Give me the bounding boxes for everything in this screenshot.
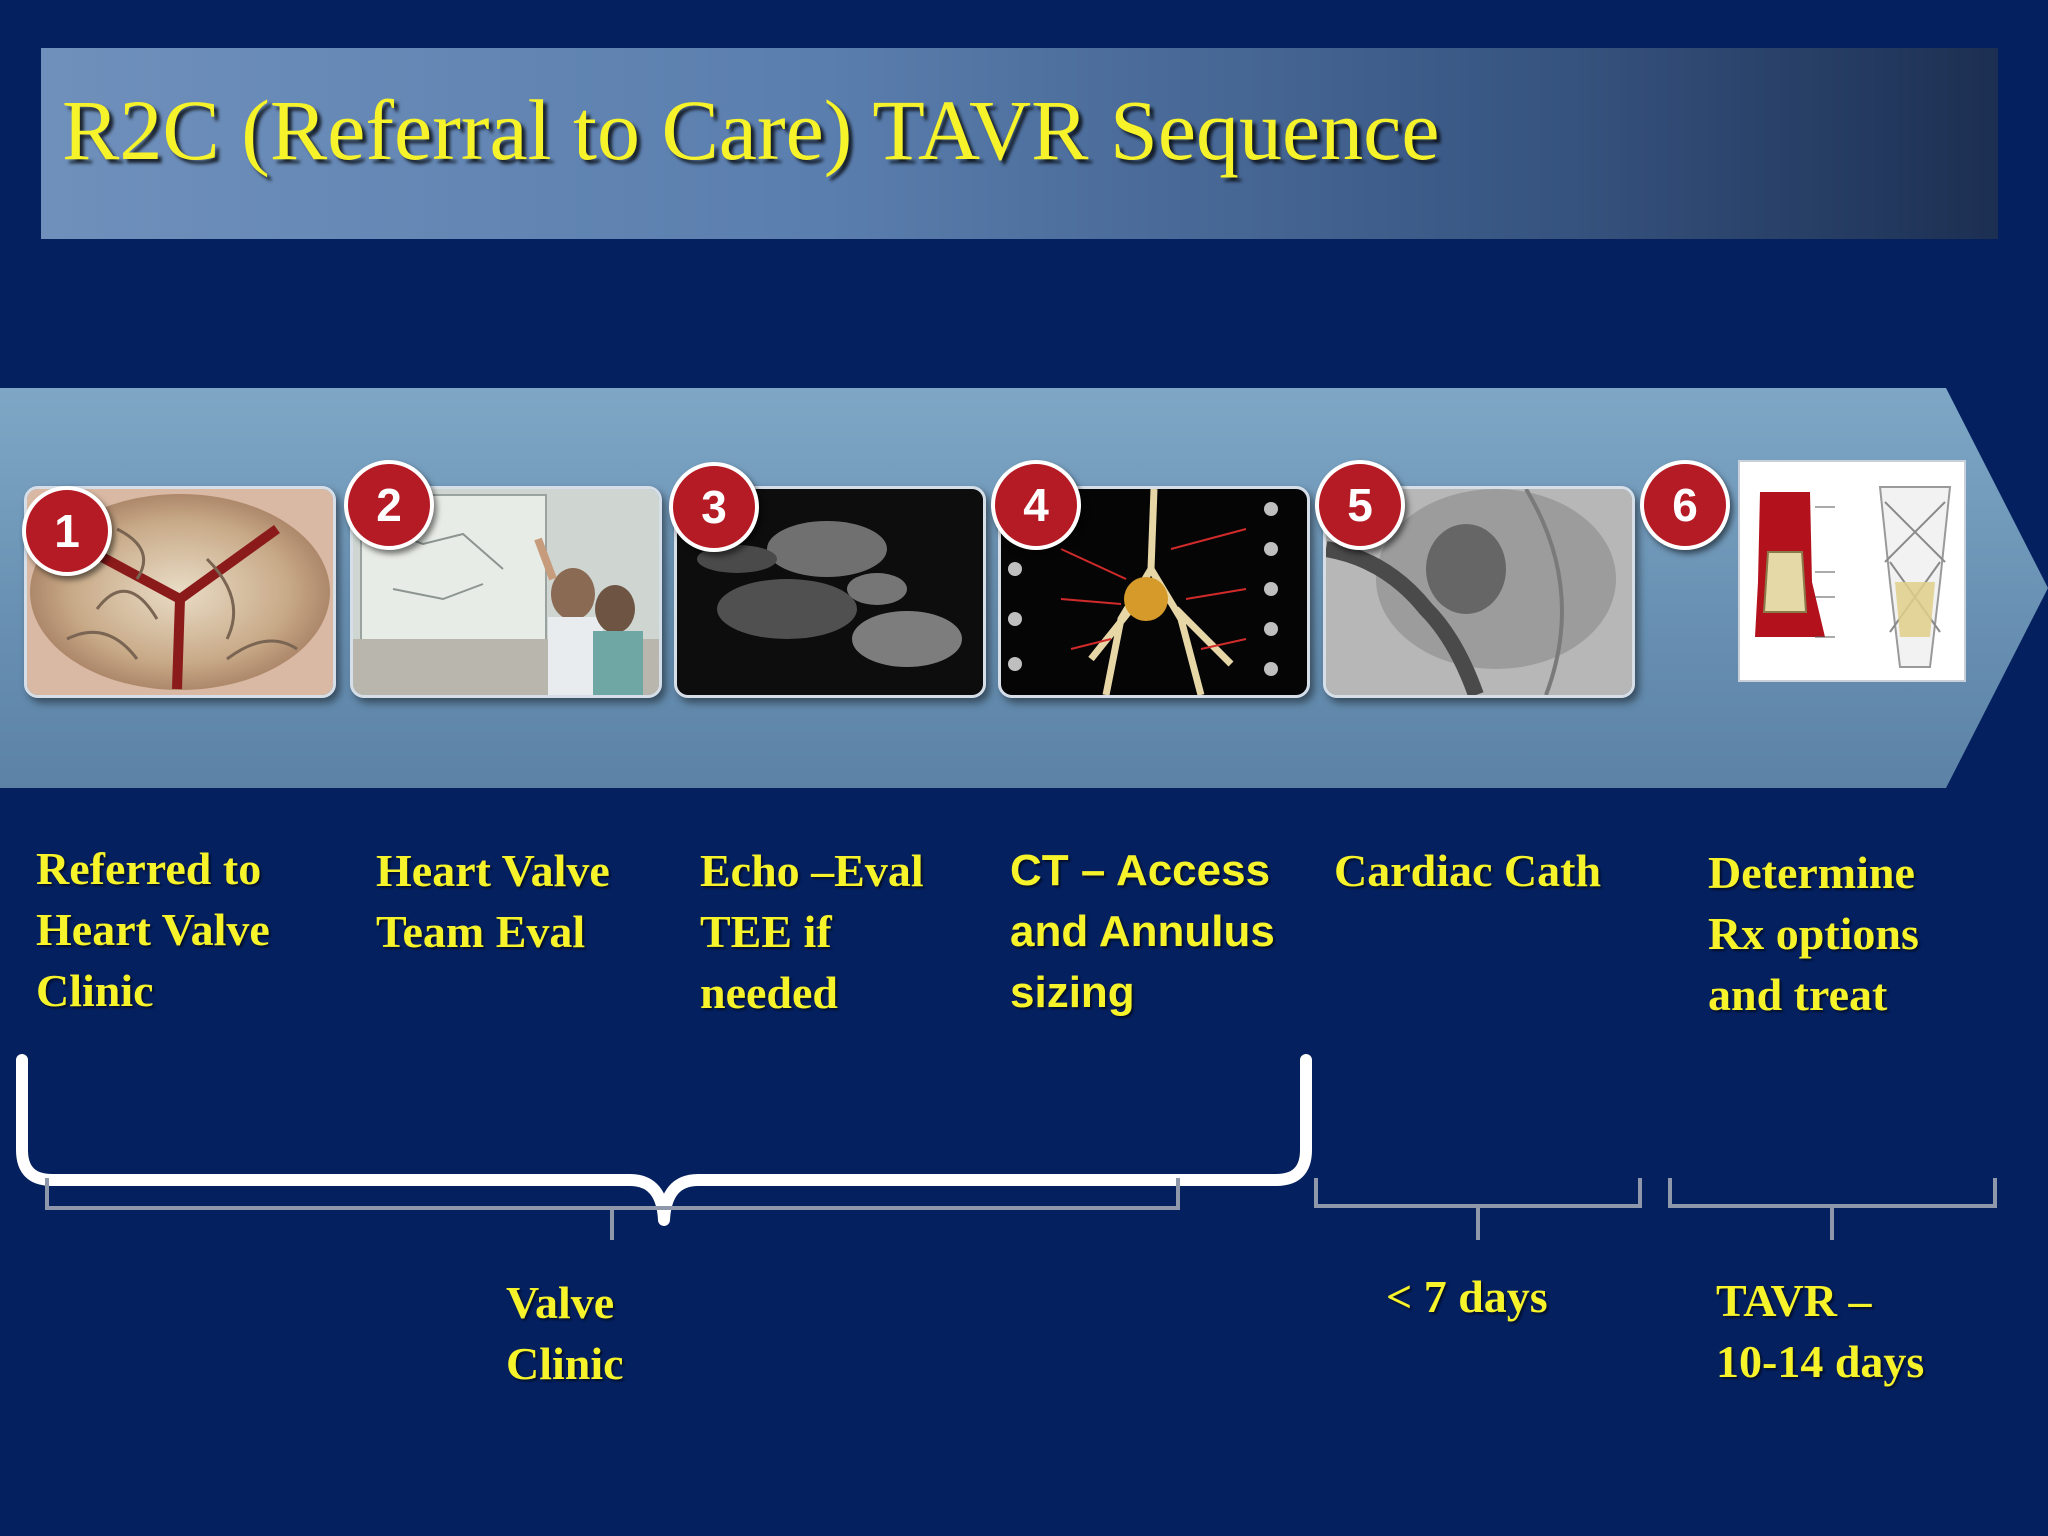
step-6-line-2: Rx options — [1708, 908, 1919, 959]
valve-team-image — [350, 486, 662, 698]
step-3-badge: 3 — [669, 462, 759, 552]
tavr-window-line-1: TAVR – — [1716, 1275, 1872, 1326]
step-6-line-1: Determine — [1708, 847, 1915, 898]
step-6-label: Determine Rx options and treat — [1708, 842, 1919, 1025]
tavr-window-line-2: 10-14 days — [1716, 1336, 1925, 1387]
tavr-valve-figure — [1738, 460, 1966, 682]
slide-title: R2C (Referral to Care) TAVR Sequence — [62, 82, 1440, 178]
step-2-line-2: Team Eval — [376, 906, 586, 957]
step-5-label: Cardiac Cath — [1334, 840, 1601, 901]
step-3-line-3: needed — [700, 967, 838, 1018]
valve-clinic-line-2: Clinic — [506, 1338, 624, 1389]
step-3-label: Echo –Eval TEE if needed — [700, 840, 924, 1023]
step-2-label: Heart Valve Team Eval — [376, 840, 610, 962]
aortic-valve-image — [24, 486, 336, 698]
tavr-window-label: TAVR – 10-14 days — [1716, 1270, 1924, 1392]
step-4-line-2: and Annulus — [1010, 907, 1275, 956]
step-2-line-1: Heart Valve — [376, 845, 610, 896]
step-4-label: CT – Access and Annulus sizing — [1010, 840, 1275, 1023]
step-4-line-3: sizing — [1010, 968, 1135, 1017]
step-1-line-1: Referred to — [36, 843, 262, 894]
cath-window-line-1: < 7 days — [1386, 1271, 1548, 1322]
step-4-line-1: CT – Access — [1010, 846, 1271, 895]
valve-clinic-brace — [16, 1054, 1312, 1226]
valve-clinic-line-1: Valve — [506, 1277, 615, 1328]
step-1-badge: 1 — [22, 486, 112, 576]
step-2-badge: 2 — [344, 460, 434, 550]
step-5-badge: 5 — [1315, 460, 1405, 550]
step-1-label: Referred to Heart Valve Clinic — [36, 838, 270, 1021]
step-5-line-1: Cardiac Cath — [1334, 845, 1602, 896]
step-4-badge: 4 — [991, 460, 1081, 550]
step-6-badge: 6 — [1640, 460, 1730, 550]
valve-clinic-label: Valve Clinic — [506, 1272, 624, 1394]
step-3-line-1: Echo –Eval — [700, 845, 924, 896]
cath-window-label: < 7 days — [1386, 1266, 1548, 1327]
step-6-line-3: and treat — [1708, 969, 1888, 1020]
title-band — [41, 48, 1998, 239]
step-1-line-2: Heart Valve — [36, 904, 270, 955]
step-3-line-2: TEE if — [700, 906, 832, 957]
timeline-brackets — [45, 1178, 1997, 1240]
step-1-line-3: Clinic — [36, 965, 154, 1016]
